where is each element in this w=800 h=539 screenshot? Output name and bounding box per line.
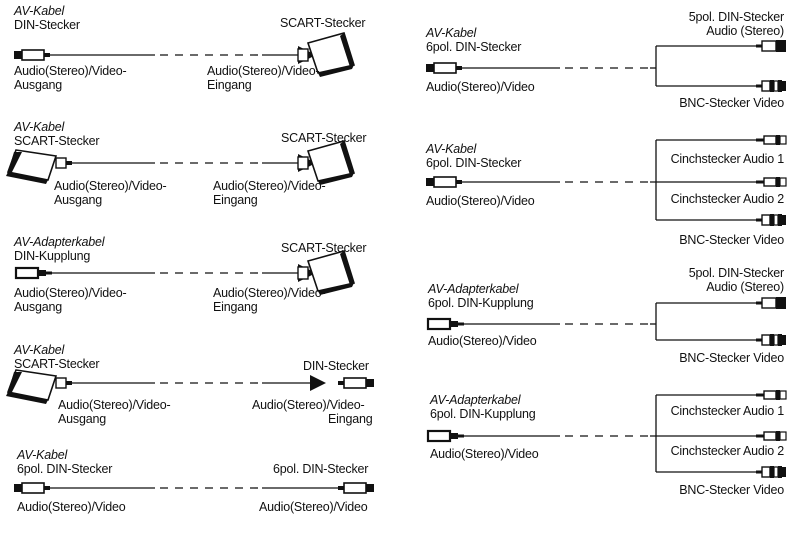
right-cable-1 [425,39,787,93]
left-4-type: AV-Kabel [14,343,65,357]
left-3-connector: DIN-Kupplung [14,249,91,263]
left-cable-1 [13,32,355,78]
left-2-source-line2: Ausgang [54,193,102,207]
left-4-source-line1: Audio(Stereo)/Video- [58,398,171,412]
right-cable-4 [426,389,787,479]
left-4-connector: SCART-Stecker [14,357,100,371]
right-4-type: AV-Adapterkabel [430,393,521,407]
left-2-type: AV-Kabel [14,120,65,134]
right-cable-3 [426,296,787,347]
left-4-target: DIN-Stecker [303,359,369,373]
right-1-source: Audio(Stereo)/Video [426,80,535,94]
right-3-target-top-line1: 5pol. DIN-Stecker [688,266,784,280]
right-2-target-2: Cinchstecker Audio 2 [670,192,785,206]
right-3-target-top-line2: Audio (Stereo) [706,280,784,294]
left-1-type: AV-Kabel [14,4,65,18]
left-cable-2 [5,140,355,186]
left-5-source: Audio(Stereo)/Video [17,500,126,514]
right-3-target-bottom: BNC-Stecker Video [679,351,784,365]
left-4-target-line2: Eingang [328,412,373,426]
left-2-target-line1: Audio(Stereo)/Video- [213,179,326,193]
left-cable-4 [5,369,375,405]
left-1-target-line2: Eingang [207,78,252,92]
right-4-target-2: Cinchstecker Audio 2 [670,444,785,458]
left-5-type: AV-Kabel [17,448,68,462]
right-2-target-1: Cinchstecker Audio 1 [670,152,785,166]
right-2-connector: 6pol. DIN-Stecker [426,156,522,170]
left-2-source-line1: Audio(Stereo)/Video- [54,179,167,193]
right-1-target-top-line2: Audio (Stereo) [706,24,784,38]
left-2-connector: SCART-Stecker [14,134,100,148]
left-5-target-label: Audio(Stereo)/Video [259,500,368,514]
left-1-connector: DIN-Stecker [14,18,80,32]
left-cable-3 [14,250,355,296]
right-4-target-bottom: BNC-Stecker Video [679,483,784,497]
right-2-source: Audio(Stereo)/Video [426,194,535,208]
left-1-source-line1: Audio(Stereo)/Video- [14,64,127,78]
left-4-target-line1: Audio(Stereo)/Video- [252,398,365,412]
left-3-source-line2: Ausgang [14,300,62,314]
left-5-target: 6pol. DIN-Stecker [273,462,369,476]
right-4-source: Audio(Stereo)/Video [430,447,539,461]
right-1-target-bottom: BNC-Stecker Video [679,96,784,110]
right-1-type: AV-Kabel [426,26,477,40]
right-4-connector: 6pol. DIN-Kupplung [430,407,536,421]
left-1-target-line1: Audio(Stereo)/Video- [207,64,320,78]
left-1-source-line2: Ausgang [14,78,62,92]
right-3-type: AV-Adapterkabel [428,282,519,296]
left-cable-5 [13,482,375,494]
left-2-target-line2: Eingang [213,193,258,207]
left-5-connector: 6pol. DIN-Stecker [17,462,113,476]
left-1-target: SCART-Stecker [280,16,366,30]
right-cable-2 [425,134,787,227]
right-2-type: AV-Kabel [426,142,477,156]
left-3-target: SCART-Stecker [281,241,367,255]
right-3-source: Audio(Stereo)/Video [428,334,537,348]
right-2-target-bottom: BNC-Stecker Video [679,233,784,247]
left-3-source-line1: Audio(Stereo)/Video- [14,286,127,300]
left-2-target: SCART-Stecker [281,131,367,145]
right-3-connector: 6pol. DIN-Kupplung [428,296,534,310]
left-3-target-line1: Audio(Stereo)/Video- [213,286,326,300]
right-4-target-1: Cinchstecker Audio 1 [670,404,785,418]
right-1-connector: 6pol. DIN-Stecker [426,40,522,54]
left-3-target-line2: Eingang [213,300,258,314]
left-3-type: AV-Adapterkabel [14,235,105,249]
right-1-target-top-line1: 5pol. DIN-Stecker [688,10,784,24]
left-4-source-line2: Ausgang [58,412,106,426]
